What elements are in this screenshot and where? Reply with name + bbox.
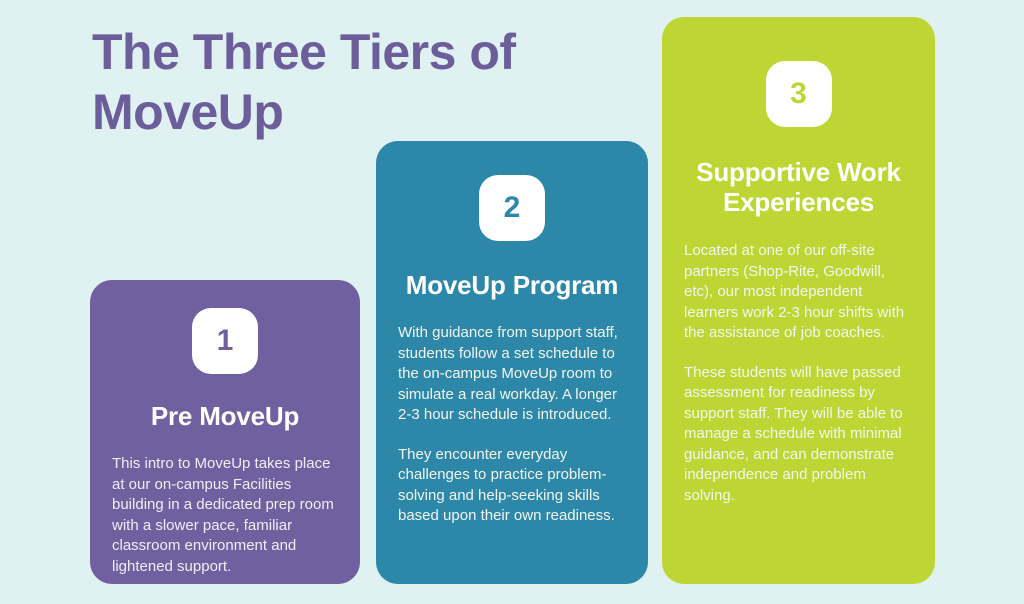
tier-number-badge-3: 3 <box>765 61 832 127</box>
tier-body-2: With guidance from support staff, studen… <box>398 323 626 527</box>
tier-body-3: Located at one of our off-site partners … <box>684 241 913 506</box>
tier-paragraph: Located at one of our off-site partners … <box>684 242 905 341</box>
page-title: The Three Tiers of MoveUp <box>92 24 516 140</box>
tier-card-2: 2 MoveUp Program With guidance from supp… <box>376 141 648 584</box>
tier-heading-2: MoveUp Program <box>405 270 619 300</box>
tier-card-3: 3 Supportive Work Experiences Located at… <box>662 17 935 584</box>
tier-paragraph: These students will have passed assessme… <box>684 363 903 504</box>
tier-number-badge-2: 2 <box>479 175 545 241</box>
tier-badge-row-3: 3 <box>684 61 913 127</box>
tier-number-badge-1: 1 <box>192 308 258 374</box>
tier-body-1: This intro to MoveUp takes place at our … <box>112 454 338 577</box>
tier-badge-row-1: 1 <box>112 308 338 374</box>
tier-badge-row-2: 2 <box>398 175 626 241</box>
tier-heading-3: Supportive Work Experiences <box>696 157 901 217</box>
tier-paragraph: They encounter everyday challenges to pr… <box>398 445 615 525</box>
tier-paragraph: This intro to MoveUp takes place at our … <box>112 455 334 575</box>
tier-paragraph: With guidance from support staff, studen… <box>398 324 618 423</box>
tier-card-1: 1 Pre MoveUp This intro to MoveUp takes … <box>90 280 360 584</box>
tier-heading-1: Pre MoveUp <box>150 401 300 431</box>
